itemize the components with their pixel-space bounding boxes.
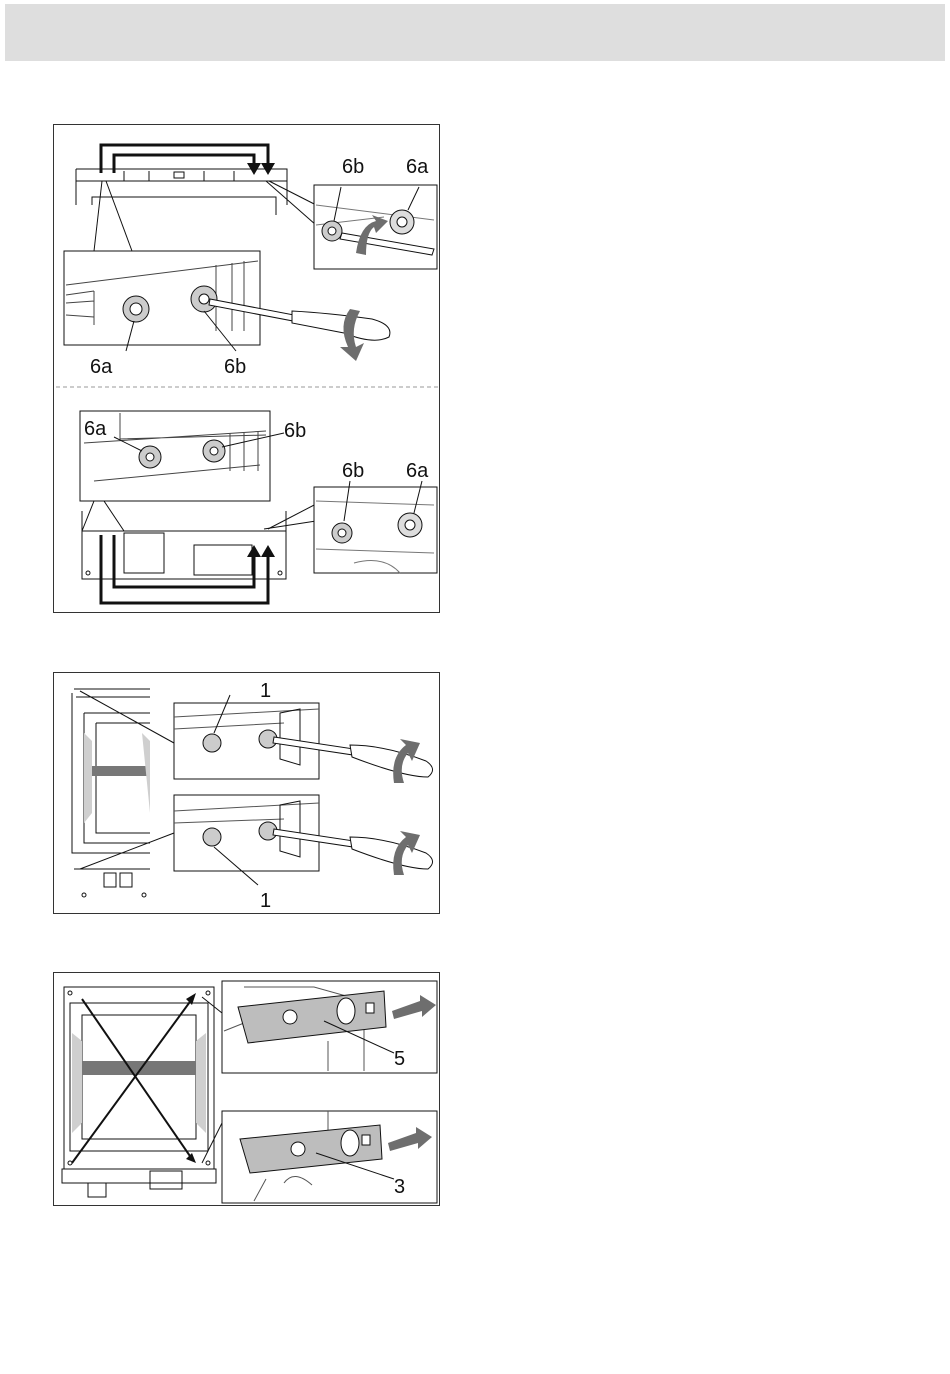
detail-top xyxy=(174,695,319,779)
shelf-bar xyxy=(84,766,150,776)
figure-door-screws: 1 1 xyxy=(53,672,440,914)
detail-top-right: 6b 6a xyxy=(314,156,437,269)
label-6a: 6a xyxy=(406,460,429,482)
label-6a: 6a xyxy=(406,156,429,178)
label-6b: 6b xyxy=(342,156,364,178)
detail-bottom-main xyxy=(80,411,284,501)
label-1: 1 xyxy=(260,890,271,912)
label-6a: 6a xyxy=(84,418,107,440)
label-1: 1 xyxy=(260,680,271,702)
label-6b: 6b xyxy=(284,420,306,442)
figure-3-illustration: 5 3 xyxy=(54,973,440,1206)
figure-2-illustration: 1 1 xyxy=(54,673,440,914)
figure-cover-fitting: 5 3 xyxy=(53,972,440,1206)
label-6b: 6b xyxy=(224,356,246,378)
arrow-up-icon xyxy=(247,545,261,557)
detail-bottom-right: 6b 6a xyxy=(314,460,437,573)
detail-top-main xyxy=(64,251,260,345)
figure-screw-adjustment: 6b 6a 6a 6b xyxy=(53,124,440,613)
label-6b: 6b xyxy=(342,460,364,482)
arrow-down-icon xyxy=(186,1153,196,1163)
header-band xyxy=(5,4,945,61)
arrow-up-icon xyxy=(261,545,275,557)
label-3: 3 xyxy=(394,1176,405,1198)
detail-bottom xyxy=(174,795,319,885)
figure-1-illustration: 6b 6a 6a 6b xyxy=(54,125,440,613)
label-6a: 6a xyxy=(90,356,113,378)
label-5: 5 xyxy=(394,1048,405,1070)
